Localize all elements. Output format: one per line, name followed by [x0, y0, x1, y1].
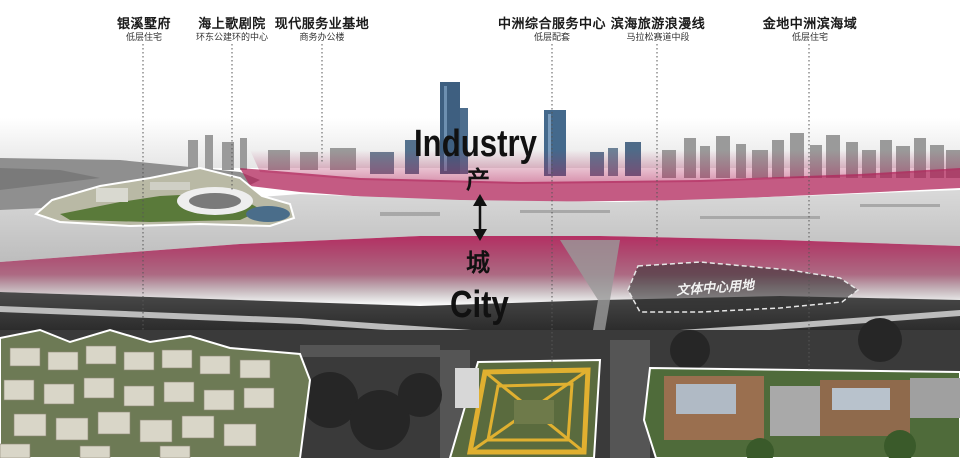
label-seaside-residence-sub: 低层住宅: [791, 33, 829, 43]
label-service-base-title: 现代服务业基地: [274, 17, 370, 32]
residence-callout: [642, 366, 960, 458]
label-villa: 银溪墅府 低层住宅: [117, 17, 171, 44]
city-text: City: [450, 284, 509, 326]
culture-center-zone: [627, 261, 860, 313]
label-coastal-line-title: 滨海旅游浪漫线: [610, 17, 706, 32]
label-service-center: 中洲综合服务中心 低层配套: [498, 17, 606, 44]
label-opera-title: 海上歌剧院: [198, 17, 266, 32]
label-service-center-title: 中洲综合服务中心: [497, 17, 607, 32]
label-opera-sub: 环东公建环的中心: [195, 33, 269, 43]
leader-lines: [142, 44, 810, 370]
label-coastal-line: 滨海旅游浪漫线 马拉松赛道中段: [611, 17, 706, 44]
double-arrow-icon: [473, 194, 487, 241]
label-coastal-line-sub: 马拉松赛道中段: [626, 33, 690, 43]
industry-text: Industry: [414, 123, 537, 165]
label-opera: 海上歌剧院 环东公建环的中心: [196, 17, 268, 44]
label-service-center-sub: 低层配套: [533, 33, 571, 43]
opera-house-callout: [34, 166, 296, 228]
label-seaside-residence-title: 金地中洲滨海域: [762, 17, 858, 32]
chan-character: 产: [466, 166, 490, 194]
villas-callout: [0, 328, 312, 458]
sky: [0, 0, 960, 125]
service-center-callout: [448, 358, 602, 458]
label-seaside-residence: 金地中洲滨海域 低层住宅: [763, 17, 858, 44]
label-service-base: 现代服务业基地 商务办公楼: [275, 17, 370, 44]
label-service-base-sub: 商务办公楼: [299, 33, 345, 43]
label-villa-sub: 低层住宅: [125, 33, 163, 43]
band-upper: [240, 168, 960, 202]
label-villa-title: 银溪墅府: [116, 17, 172, 32]
cheng-character: 城: [466, 249, 490, 277]
